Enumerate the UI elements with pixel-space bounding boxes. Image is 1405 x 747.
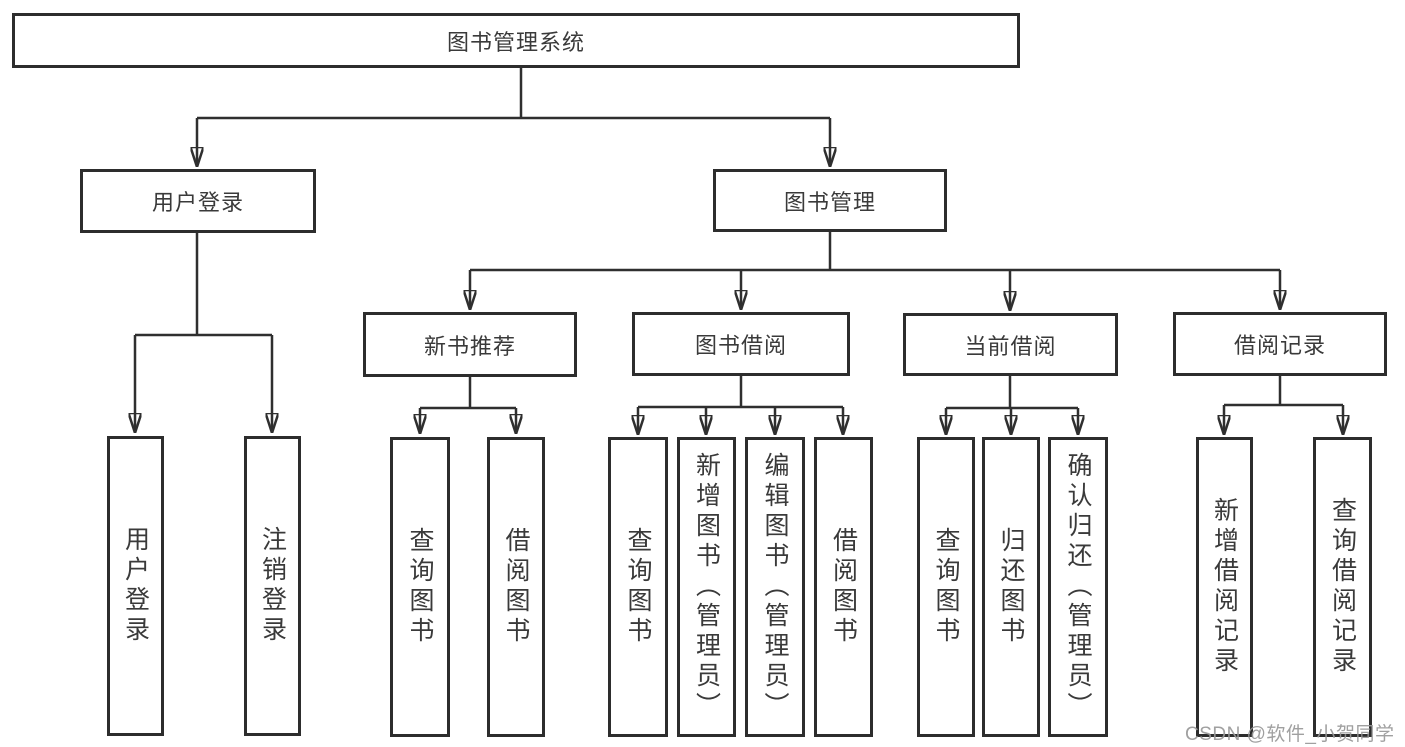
node-book-management: 图书管理 <box>713 169 947 232</box>
node-current-borrowing: 当前借阅 <box>903 313 1118 376</box>
leaf-logout: 注销登录 <box>244 436 301 736</box>
connector-book-management-to-level3 <box>470 231 1280 310</box>
leaf-query-books-borrowing: 查询图书 <box>608 437 668 737</box>
node-user-login-branch: 用户登录 <box>80 169 316 233</box>
connector-new-book-recommendation-to-leaves <box>420 377 516 433</box>
connector-book-borrowing-to-leaves <box>638 375 843 434</box>
leaf-query-books-current: 查询图书 <box>917 437 975 737</box>
node-new-book-recommendation: 新书推荐 <box>363 312 577 377</box>
connector-user-login-to-leaves <box>135 232 272 432</box>
leaf-add-book-admin: 新增图书（管理员） <box>677 437 736 737</box>
leaf-borrow-books-recommendation: 借阅图书 <box>487 437 545 737</box>
leaf-query-borrow-record: 查询借阅记录 <box>1313 437 1372 737</box>
node-borrowing-records: 借阅记录 <box>1173 312 1387 376</box>
leaf-user-login: 用户登录 <box>107 436 164 736</box>
node-library-management-system: 图书管理系统 <box>12 13 1020 68</box>
leaf-return-books: 归还图书 <box>982 437 1040 737</box>
connector-root-to-level2 <box>197 68 830 166</box>
leaf-confirm-return-admin: 确认归还（管理员） <box>1048 437 1108 737</box>
watermark-text: CSDN @软件_小贺同学 <box>1185 724 1395 745</box>
connector-current-borrowing-to-leaves <box>946 375 1078 434</box>
leaf-borrow-books-borrowing: 借阅图书 <box>814 437 873 737</box>
leaf-edit-book-admin: 编辑图书（管理员） <box>745 437 805 737</box>
node-book-borrowing: 图书借阅 <box>632 312 850 376</box>
leaf-add-borrow-record: 新增借阅记录 <box>1196 437 1253 737</box>
leaf-query-books-recommendation: 查询图书 <box>390 437 450 737</box>
connector-borrowing-records-to-leaves <box>1224 376 1343 434</box>
